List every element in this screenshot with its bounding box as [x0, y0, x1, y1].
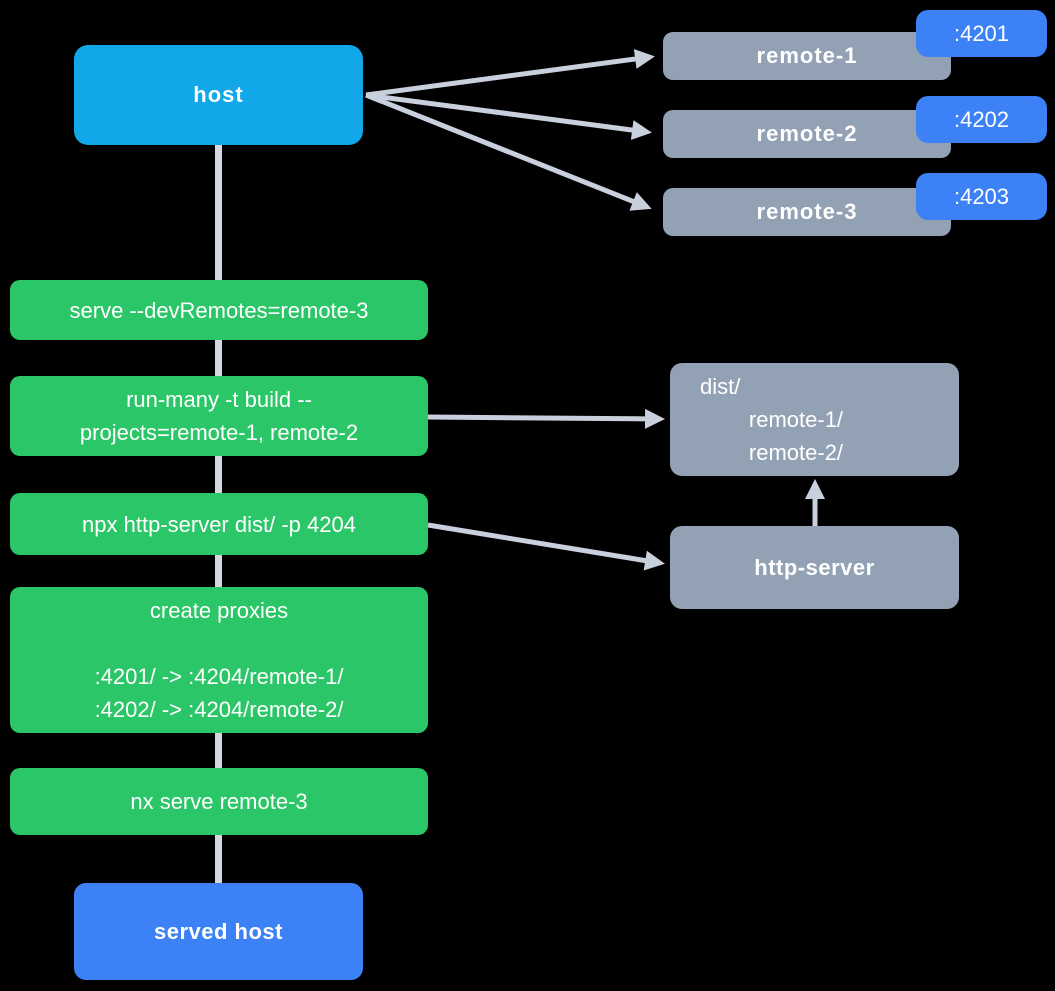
step-npx-http-server: npx http-server dist/ -p 4204 — [10, 493, 428, 555]
arrow-run-many-to-dist — [427, 408, 665, 429]
arrow-host-to-remote-3 — [365, 92, 652, 211]
arrow-npx-to-http-server — [427, 522, 665, 571]
host-node: host — [74, 45, 363, 145]
http-server-label: http-server — [754, 554, 875, 580]
step-run-many-build: run-many -t build -- projects=remote-1, … — [10, 376, 428, 456]
step-create-proxies-label: create proxies :4201/ -> :4204/remote-1/… — [94, 598, 344, 722]
step-create-proxies: create proxies :4201/ -> :4204/remote-1/… — [10, 587, 428, 733]
step-serve-dev-remotes: serve --devRemotes=remote-3 — [10, 280, 428, 340]
remote-3-label: remote-3 — [756, 199, 858, 224]
remote-3-node: remote-3 — [663, 188, 951, 236]
step-run-many-build-label: run-many -t build -- projects=remote-1, … — [79, 387, 359, 445]
step-nx-serve-remote-3: nx serve remote-3 — [10, 768, 428, 835]
arrow-host-to-remote-1 — [365, 49, 655, 98]
host-label: host — [193, 82, 244, 107]
remote-2-node: remote-2 — [663, 110, 951, 158]
arrow-host-to-remote-2 — [365, 92, 652, 140]
port-badge-4203-label: :4203 — [953, 183, 1010, 209]
http-server-node: http-server — [670, 526, 959, 609]
step-serve-dev-remotes-label: serve --devRemotes=remote-3 — [69, 297, 369, 323]
port-badge-4202: :4202 — [916, 96, 1047, 143]
port-badge-4201: :4201 — [916, 10, 1047, 57]
remote-1-node: remote-1 — [663, 32, 951, 80]
dist-folder-label: dist/ remote-1/ remote-2/ — [700, 374, 844, 465]
served-host-node: served host — [74, 883, 363, 980]
port-badge-4202-label: :4202 — [953, 106, 1010, 132]
remote-2-label: remote-2 — [756, 121, 858, 146]
step-npx-http-server-label: npx http-server dist/ -p 4204 — [82, 511, 356, 537]
remote-1-label: remote-1 — [756, 43, 858, 68]
step-nx-serve-remote-3-label: nx serve remote-3 — [130, 789, 308, 814]
port-badge-4203: :4203 — [916, 173, 1047, 220]
served-host-label: served host — [154, 918, 283, 944]
dist-folder-node: dist/ remote-1/ remote-2/ — [670, 363, 959, 476]
port-badge-4201-label: :4201 — [953, 20, 1010, 46]
